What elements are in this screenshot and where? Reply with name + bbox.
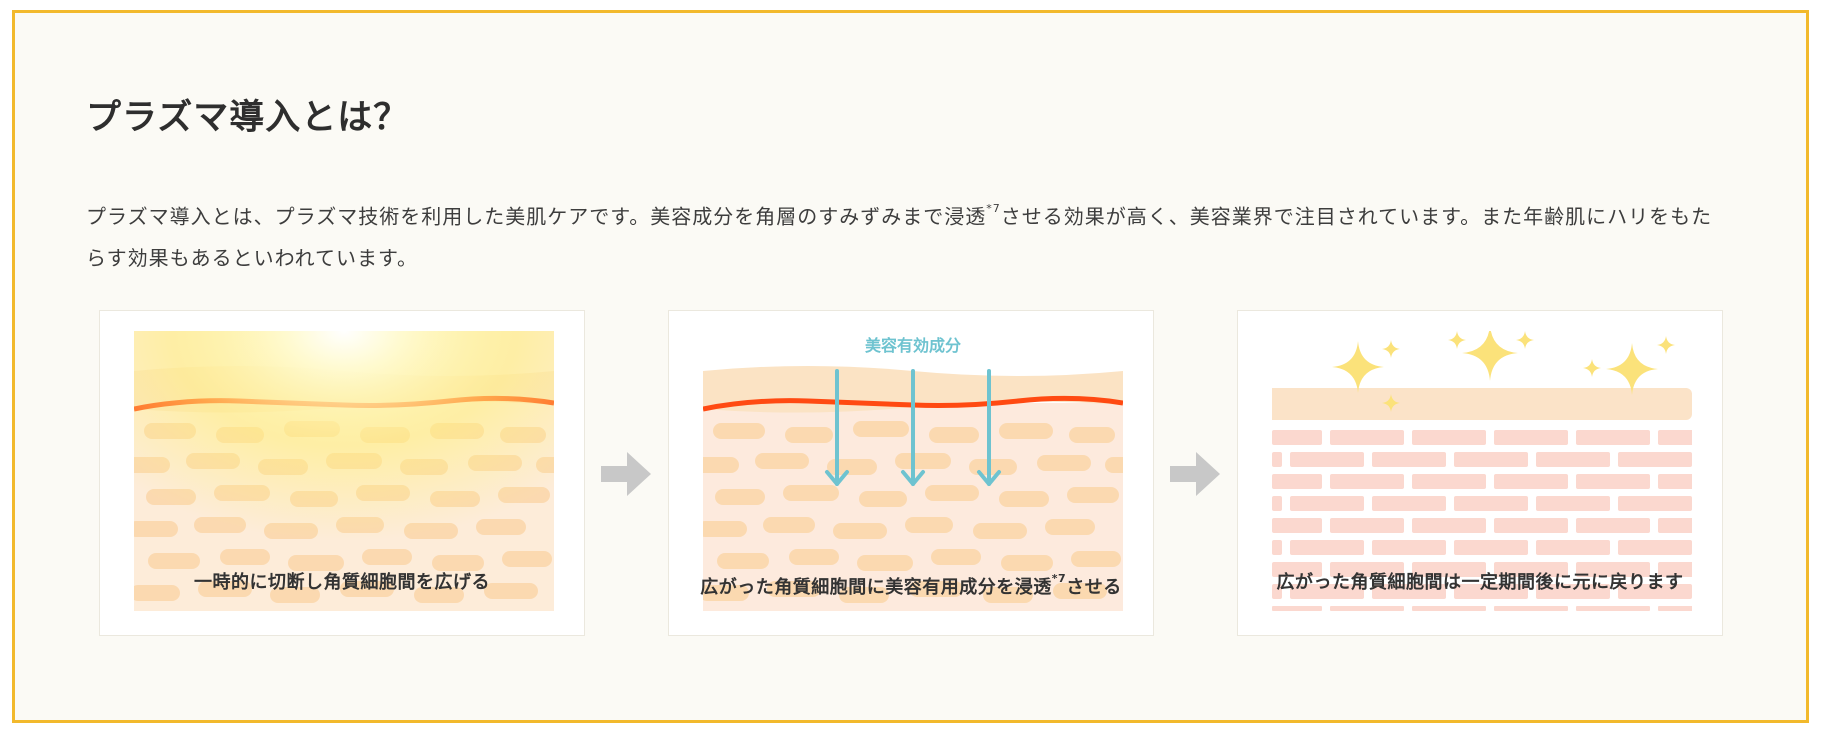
step-3-caption: 広がった角質細胞間は一定期間後に元に戻ります [1276,572,1684,593]
step-arrow-icon [1170,452,1220,496]
light-glow-icon [134,331,554,611]
step-2-caption: 広がった角質細胞間に美容有用成分を浸透*7させる [700,572,1122,598]
footnote-marker: *7 [986,202,1001,215]
intro-text-part2: させる効果が高く、美容業界で注目されています。また年齢肌にハリをもたらす効果もあ… [86,204,1713,270]
step-1-caption: 一時的に切断し角質細胞間を広げる [194,572,490,593]
footnote-marker: *7 [1051,572,1067,585]
page-title: プラズマ導入とは？ [86,98,410,138]
skin-penetration-illustration: 美容有効成分 [703,331,1123,611]
step-panel-2: 美容有効成分 広がった角質細胞間に美容有用成分を浸透*7させる [668,310,1154,636]
ingredient-label: 美容有効成分 [865,336,961,355]
skin-cut-illustration [134,331,554,611]
step-panel-1: 一時的に切断し角質細胞間を広げる [99,310,585,636]
penetration-arrow-icon [825,369,1001,486]
intro-text-part1: プラズマ導入とは、プラズマ技術を利用した美肌ケアです。美容成分を角層のすみずみま… [86,204,987,229]
step-arrow-icon [601,452,651,496]
sparkle-icon [1332,331,1675,412]
intro-text: プラズマ導入とは、プラズマ技術を利用した美肌ケアです。美容成分を角層のすみずみま… [86,192,1726,279]
skin-restore-illustration [1272,331,1692,611]
step-panel-3: 広がった角質細胞間は一定期間後に元に戻ります [1237,310,1723,636]
